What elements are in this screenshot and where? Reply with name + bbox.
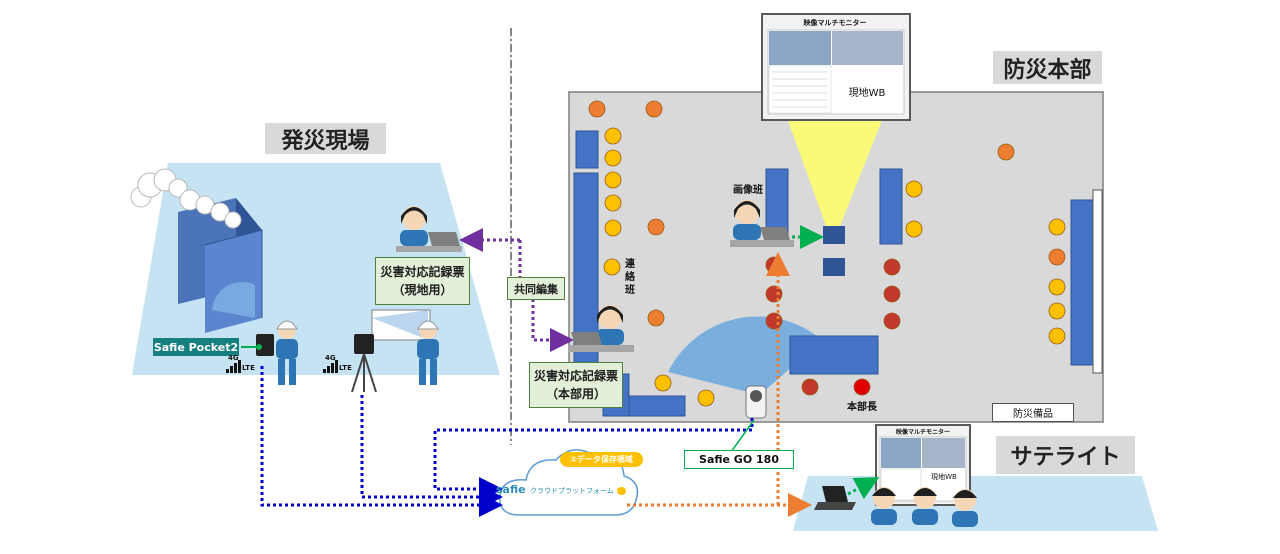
image-team-laptop-icon (730, 227, 794, 247)
site-title: 発災現場 (265, 123, 386, 154)
image-team-label: 画像班 (733, 184, 763, 196)
satellite-viewers (871, 487, 978, 527)
site-record-sub: （現地用） (392, 283, 453, 297)
worker-pocket (276, 320, 298, 385)
hq-chief-label: 本部長 (847, 401, 877, 413)
go-label-pointer (730, 419, 755, 453)
sat-monitor-title: 映像マルチモニター (895, 429, 950, 436)
hq-recorder (596, 305, 624, 345)
cloud-brand: safie (496, 483, 526, 496)
smoke-icon (130, 168, 242, 229)
satellite-laptop-icon (814, 486, 856, 510)
site-laptop-icon (396, 232, 462, 252)
net-4g-a: 4G (228, 354, 239, 362)
hq-record-box: 災害対応記録票 （本部用） (529, 362, 623, 408)
image-team-person (733, 200, 761, 240)
hq-whiteboard (1092, 189, 1103, 374)
safie-go-label: Safie GO 180 (684, 450, 794, 469)
site-record-title: 災害対応記録票 (380, 265, 465, 279)
signal-icon (226, 360, 338, 373)
liaison-team-label: 連絡班 (625, 259, 635, 296)
net-lte-a: LTE (242, 364, 255, 372)
net-lte-b: LTE (339, 364, 352, 372)
hq-record-sub: （本部用） (545, 387, 606, 401)
supplies-label: 防災備品 (992, 403, 1074, 422)
cloud-platform-label: クラウドプラットフォーム (530, 487, 614, 495)
storage-badge: ②データ保存領域 (560, 452, 643, 467)
co-edit-label: 共同編集 (507, 277, 565, 300)
net-4g-b: 4G (325, 354, 336, 362)
worker-tripod (417, 320, 439, 385)
sat-monitor-wb: 現地WB (931, 473, 957, 481)
hq-monitor-title: 映像マルチモニター (803, 19, 867, 27)
hq-record-title: 災害対応記録票 (533, 369, 618, 383)
factory-building-icon (178, 198, 263, 333)
safie-pocket-device-icon (256, 334, 274, 356)
hq-monitor-wb: 現地WB (848, 87, 886, 99)
satellite-title: サテライト (996, 436, 1135, 474)
safie-go-camera-icon (745, 385, 767, 419)
link-tripod-to-cloud (360, 395, 503, 509)
hq-camera-view (668, 316, 822, 395)
hq-laptop-icon (568, 332, 634, 352)
link-laptop-to-monitor (847, 477, 880, 500)
safie-pocket-label: Safie Pocket2 (153, 338, 239, 356)
site-record-box: 災害対応記録票 （現地用） (375, 257, 470, 305)
projector-beam (787, 118, 883, 226)
lock-icon (617, 487, 626, 495)
hq-multi-monitor (761, 13, 911, 121)
tripod-camera-icon (351, 334, 377, 393)
link-pocket-to-cloud (260, 366, 503, 517)
projector-icon (823, 226, 845, 244)
site-recorder (400, 206, 428, 246)
hq-title: 防災本部 (993, 51, 1102, 84)
link-go-to-cloud (433, 418, 754, 501)
